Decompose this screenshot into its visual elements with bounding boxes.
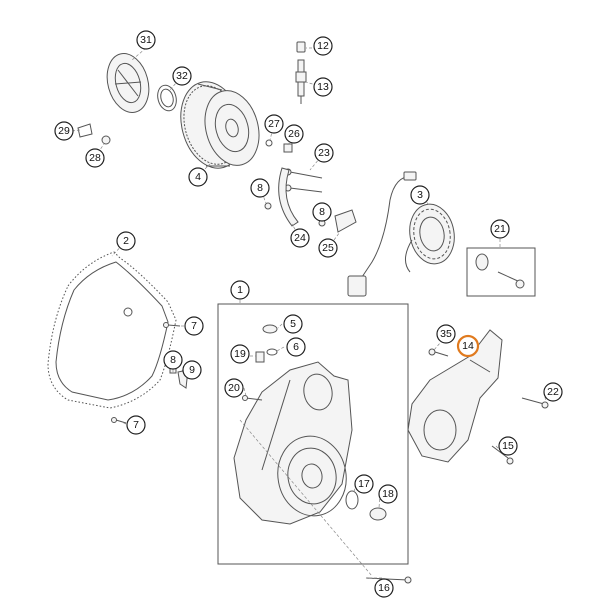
svg-text:27: 27 xyxy=(268,118,280,130)
callout-9[interactable]: 9 xyxy=(182,360,202,380)
svg-text:19: 19 xyxy=(234,348,246,360)
svg-text:14: 14 xyxy=(462,340,474,352)
svg-text:7: 7 xyxy=(191,320,197,332)
svg-text:12: 12 xyxy=(317,40,329,52)
callout-23[interactable]: 23 xyxy=(314,143,334,163)
part-6-oring xyxy=(266,348,278,356)
part-35-bolt xyxy=(428,348,449,357)
part-21-bolt-kit xyxy=(466,247,536,297)
callout-32[interactable]: 32 xyxy=(172,66,192,86)
callout-29[interactable]: 29 xyxy=(54,121,74,141)
callout-20[interactable]: 20 xyxy=(224,378,244,398)
svg-text:21: 21 xyxy=(494,223,506,235)
part-24-guide xyxy=(278,167,299,227)
part-29-clip xyxy=(77,123,93,138)
callout-14-highlighted[interactable]: 14 xyxy=(456,334,480,358)
part-1-ignition-cover xyxy=(233,361,353,525)
callout-labels: 31 32 12 13 29 28 27 26 4 23 8 8 24 25 3… xyxy=(54,30,563,598)
svg-text:29: 29 xyxy=(58,125,70,137)
part-4-flywheel xyxy=(180,81,260,169)
svg-text:1: 1 xyxy=(237,284,243,296)
part-31-cover-plate xyxy=(106,53,150,113)
svg-text:8: 8 xyxy=(257,182,263,194)
part-3-stator xyxy=(347,171,455,297)
svg-text:6: 6 xyxy=(293,341,299,353)
part-14-sprocket-cover xyxy=(407,329,503,463)
callout-2[interactable]: 2 xyxy=(116,231,136,251)
callout-8-lower[interactable]: 8 xyxy=(163,350,183,370)
svg-text:25: 25 xyxy=(322,242,334,254)
svg-text:26: 26 xyxy=(288,128,300,140)
svg-text:4: 4 xyxy=(195,171,201,183)
callout-12[interactable]: 12 xyxy=(313,36,333,56)
callout-8-upper-right[interactable]: 8 xyxy=(312,202,332,222)
svg-text:24: 24 xyxy=(294,232,306,244)
svg-text:20: 20 xyxy=(228,382,240,394)
svg-text:7: 7 xyxy=(133,419,139,431)
callout-15[interactable]: 15 xyxy=(498,436,518,456)
svg-text:32: 32 xyxy=(176,70,188,82)
callout-17[interactable]: 17 xyxy=(354,474,374,494)
callout-28[interactable]: 28 xyxy=(85,148,105,168)
svg-text:8: 8 xyxy=(170,354,176,366)
part-32-ring xyxy=(157,84,177,112)
callout-24[interactable]: 24 xyxy=(290,228,310,248)
part-8-bolt-a xyxy=(264,202,272,210)
callout-1[interactable]: 1 xyxy=(230,280,250,300)
svg-text:18: 18 xyxy=(382,488,394,500)
part-28-nut xyxy=(101,135,111,145)
callout-22[interactable]: 22 xyxy=(543,382,563,402)
svg-text:9: 9 xyxy=(189,364,195,376)
part-22-bolt xyxy=(521,397,549,409)
callout-25[interactable]: 25 xyxy=(318,238,338,258)
part-23-pins xyxy=(284,168,323,193)
callout-35[interactable]: 35 xyxy=(436,324,456,344)
part-7-bolt-b xyxy=(111,417,127,424)
svg-text:3: 3 xyxy=(417,189,423,201)
part-25-rail xyxy=(334,209,357,233)
callout-26[interactable]: 26 xyxy=(284,124,304,144)
part-18-plug xyxy=(369,507,387,521)
callout-18[interactable]: 18 xyxy=(378,484,398,504)
callout-27[interactable]: 27 xyxy=(264,114,284,134)
part-15-bolt xyxy=(491,445,514,465)
part-2-gasket xyxy=(47,251,177,409)
svg-text:16: 16 xyxy=(378,582,390,594)
part-26-nut xyxy=(283,143,293,153)
svg-text:23: 23 xyxy=(318,147,330,159)
callout-19[interactable]: 19 xyxy=(230,344,250,364)
svg-text:28: 28 xyxy=(89,152,101,164)
callout-7-lower[interactable]: 7 xyxy=(126,415,146,435)
callout-13[interactable]: 13 xyxy=(313,77,333,97)
part-7-bolt-a xyxy=(163,322,181,328)
callout-16[interactable]: 16 xyxy=(374,578,394,598)
svg-text:2: 2 xyxy=(123,235,129,247)
part-19-bush xyxy=(255,351,265,363)
callout-7-upper[interactable]: 7 xyxy=(184,316,204,336)
part-17-oring xyxy=(345,490,359,510)
svg-text:17: 17 xyxy=(358,478,370,490)
callout-31[interactable]: 31 xyxy=(136,30,156,50)
svg-text:13: 13 xyxy=(317,81,329,93)
callout-21[interactable]: 21 xyxy=(490,219,510,239)
svg-text:8: 8 xyxy=(319,206,325,218)
callout-5[interactable]: 5 xyxy=(283,314,303,334)
svg-text:15: 15 xyxy=(502,440,514,452)
svg-text:35: 35 xyxy=(440,328,452,340)
part-13-sensor xyxy=(295,59,307,104)
callout-4[interactable]: 4 xyxy=(188,167,208,187)
part-5-plug xyxy=(262,324,278,334)
svg-text:22: 22 xyxy=(547,386,559,398)
callout-3[interactable]: 3 xyxy=(410,185,430,205)
part-27-washer xyxy=(265,139,273,147)
svg-text:31: 31 xyxy=(140,34,152,46)
svg-text:5: 5 xyxy=(290,318,296,330)
part-12-cap xyxy=(296,41,306,53)
callout-8-upper-left[interactable]: 8 xyxy=(250,178,270,198)
part-1-ignition-cover-box xyxy=(217,303,409,565)
callout-6[interactable]: 6 xyxy=(286,337,306,357)
part-20-bolt xyxy=(242,395,263,401)
